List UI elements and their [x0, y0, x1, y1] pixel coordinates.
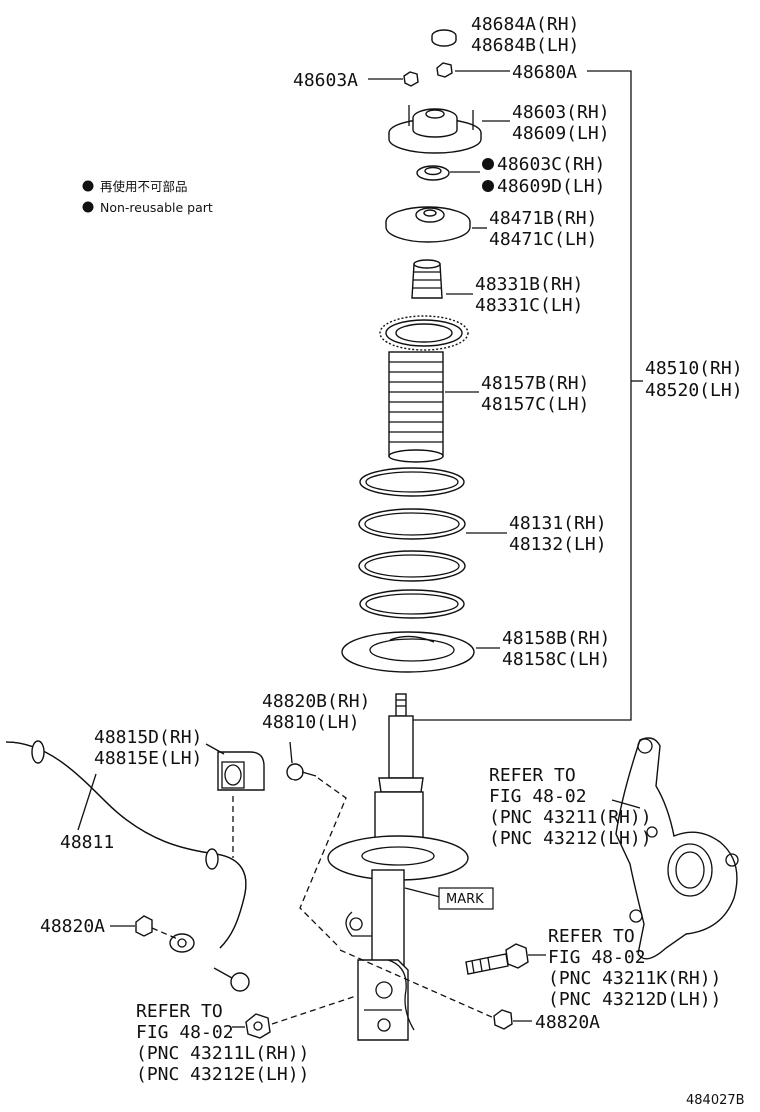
non-reusable-mark-icon [482, 180, 494, 192]
legend-jp: 再使用不可部品 [100, 179, 188, 194]
refer-bolt-line2: FIG 48-02 [548, 947, 646, 968]
suspension-support-part[interactable] [388, 105, 482, 154]
label-48603: 48603(RH) [512, 102, 610, 123]
refer-knuckle-line1: REFER TO [489, 765, 576, 786]
insulator-part[interactable] [379, 315, 469, 351]
nut-48820a-left-part[interactable] [135, 915, 153, 937]
refer-nut-line2: FIG 48-02 [136, 1022, 234, 1043]
non-reusable-bullet-icon [82, 201, 94, 213]
label-48810: 48810(LH) [262, 712, 360, 733]
refer-bolt-line4: (PNC 43212D(LH)) [548, 989, 721, 1010]
label-48820b: 48820B(RH) [262, 691, 370, 712]
label-48157c: 48157C(LH) [481, 394, 589, 415]
dust-cap-part[interactable] [431, 29, 457, 47]
label-48684a: 48684A(RH) [471, 14, 579, 35]
label-48609: 48609(LH) [512, 123, 610, 144]
stabilizer-bar-part[interactable] [5, 740, 247, 953]
knuckle-bolt-part[interactable] [465, 943, 529, 975]
label-48331b: 48331B(RH) [475, 274, 583, 295]
nut-48820a-right-part[interactable] [493, 1009, 513, 1030]
bound-stopper-part[interactable] [411, 259, 443, 299]
legend-en: Non-reusable part [100, 200, 213, 215]
assembly-bracket-line [408, 70, 632, 721]
label-48680a: 48680A [512, 62, 577, 83]
label-48811: 48811 [60, 832, 114, 853]
mark-label: MARK [446, 892, 484, 907]
knuckle-nut-part[interactable] [245, 1013, 271, 1039]
label-48131: 48131(RH) [509, 513, 607, 534]
upper-spring-seat-part[interactable] [385, 206, 471, 243]
dust-boot-part[interactable] [388, 351, 444, 463]
label-48158c: 48158C(LH) [502, 649, 610, 670]
label-48471c: 48471C(LH) [489, 229, 597, 250]
label-48132: 48132(LH) [509, 534, 607, 555]
refer-nut-line4: (PNC 43212E(LH)) [136, 1064, 309, 1085]
refer-knuckle-line2: FIG 48-02 [489, 786, 587, 807]
bearing-part[interactable] [416, 165, 450, 181]
label-48520: 48520(LH) [645, 380, 743, 401]
label-48603a: 48603A [293, 70, 358, 91]
stabilizer-link-part[interactable] [213, 763, 317, 992]
nut-48680a-part[interactable] [436, 62, 453, 78]
label-48603c: 48603C(RH) [497, 154, 605, 175]
refer-knuckle-line4: (PNC 43212(LH)) [489, 828, 652, 849]
label-48820a-left: 48820A [40, 916, 105, 937]
label-48510: 48510(RH) [645, 358, 743, 379]
label-48684b: 48684B(LH) [471, 35, 579, 56]
mark-box [438, 887, 494, 910]
label-48609d: 48609D(LH) [497, 176, 605, 197]
label-48815e: 48815E(LH) [94, 748, 202, 769]
non-reusable-mark-icon [482, 158, 494, 170]
steering-knuckle-part[interactable] [615, 737, 739, 960]
shock-absorber-part[interactable] [327, 693, 469, 1041]
refer-bolt-line1: REFER TO [548, 926, 635, 947]
refer-nut-line3: (PNC 43211L(RH)) [136, 1043, 309, 1064]
label-48331c: 48331C(LH) [475, 295, 583, 316]
refer-knuckle-line3: (PNC 43211(RH)) [489, 807, 652, 828]
label-48815d: 48815D(RH) [94, 727, 202, 748]
figure-id: 484027B [686, 1093, 745, 1108]
label-48471b: 48471B(RH) [489, 208, 597, 229]
lower-insulator-part[interactable] [341, 631, 475, 673]
label-48158b: 48158B(RH) [502, 628, 610, 649]
stabilizer-bushing-part[interactable] [217, 751, 265, 791]
label-48157b: 48157B(RH) [481, 373, 589, 394]
refer-nut-line1: REFER TO [136, 1001, 223, 1022]
non-reusable-bullet-icon [82, 180, 94, 192]
label-48820a-right: 48820A [535, 1012, 600, 1033]
nut-48603a-part[interactable] [403, 71, 419, 87]
coil-spring-part[interactable] [358, 467, 466, 619]
refer-bolt-line3: (PNC 43211K(RH)) [548, 968, 721, 989]
